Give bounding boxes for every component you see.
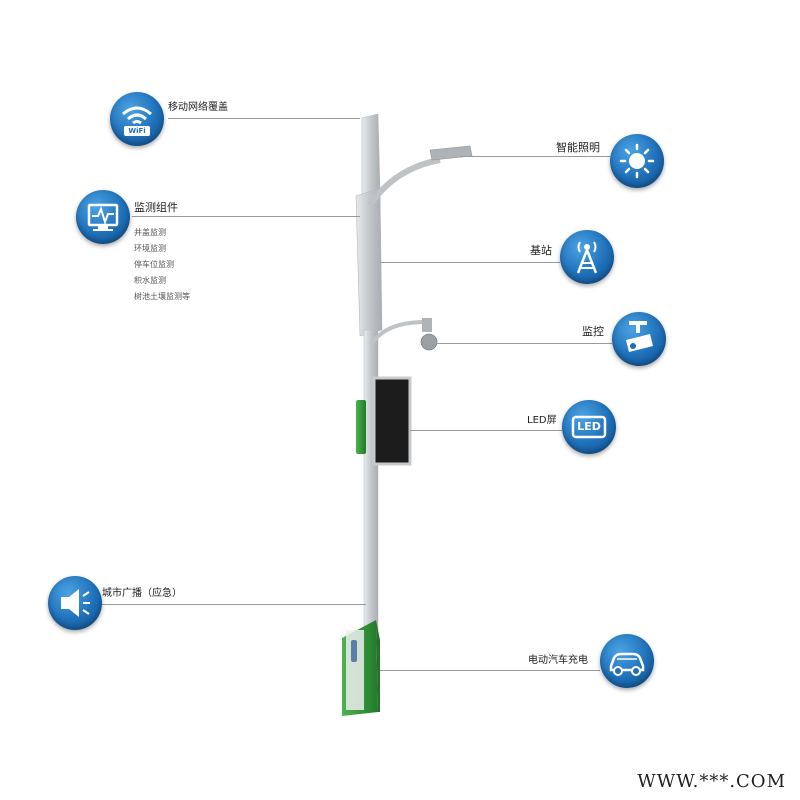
camera-mount: [422, 318, 432, 332]
monitor-item: 井盖监测: [134, 228, 166, 237]
label-monitor-component: 监测组件: [134, 201, 178, 214]
lamp-head: [429, 145, 473, 161]
wifi-icon: WiFi: [110, 92, 164, 146]
antenna-tower-icon: [560, 230, 614, 284]
watermark: WWW.***.COM: [637, 771, 786, 792]
leader-broadcast: [100, 604, 366, 605]
label-surveillance: 监控: [582, 325, 604, 338]
electric-car-icon: [600, 634, 654, 688]
camera-dome: [420, 333, 438, 351]
lamp-arm: [367, 157, 441, 207]
led-icon: LED: [562, 400, 616, 454]
charger-slot: [351, 640, 357, 662]
leader-base-station: [380, 262, 560, 263]
upper-module: [355, 187, 383, 337]
leader-monitor: [132, 216, 360, 217]
leader-lighting: [460, 156, 610, 157]
sun-icon: [610, 134, 664, 188]
label-smart-lighting: 智能照明: [556, 141, 600, 154]
label-mobile-network: 移动网络覆盖: [168, 102, 228, 113]
antenna-housing: [361, 113, 381, 197]
monitor-item: 树池土壤监测等: [134, 292, 190, 301]
leader-led: [410, 430, 562, 431]
green-side-panel: [356, 400, 366, 454]
wifi-icon-text: WiFi: [128, 127, 146, 135]
label-ev-charging: 电动汽车充电: [528, 655, 588, 666]
charger-front: [346, 630, 364, 710]
main-pole: [363, 329, 379, 631]
monitor-item: 停车位监测: [134, 260, 174, 269]
monitor-item: 环境监测: [134, 244, 166, 253]
leader-mobile-network: [168, 118, 360, 119]
led-icon-text: LED: [577, 420, 601, 433]
monitor-icon: [76, 190, 130, 244]
monitor-item: 积水监测: [134, 276, 166, 285]
label-base-station: 基站: [530, 244, 552, 257]
leader-surveillance: [436, 343, 612, 344]
label-led-screen: LED屏: [527, 415, 557, 426]
label-broadcast: 城市广播（应急）: [102, 588, 182, 599]
camera-arm: [369, 320, 426, 347]
charger-side: [376, 620, 380, 712]
speaker-icon: [48, 576, 102, 630]
camera-icon: [612, 312, 666, 366]
leader-ev: [380, 670, 600, 671]
led-screen-panel: [372, 376, 412, 466]
